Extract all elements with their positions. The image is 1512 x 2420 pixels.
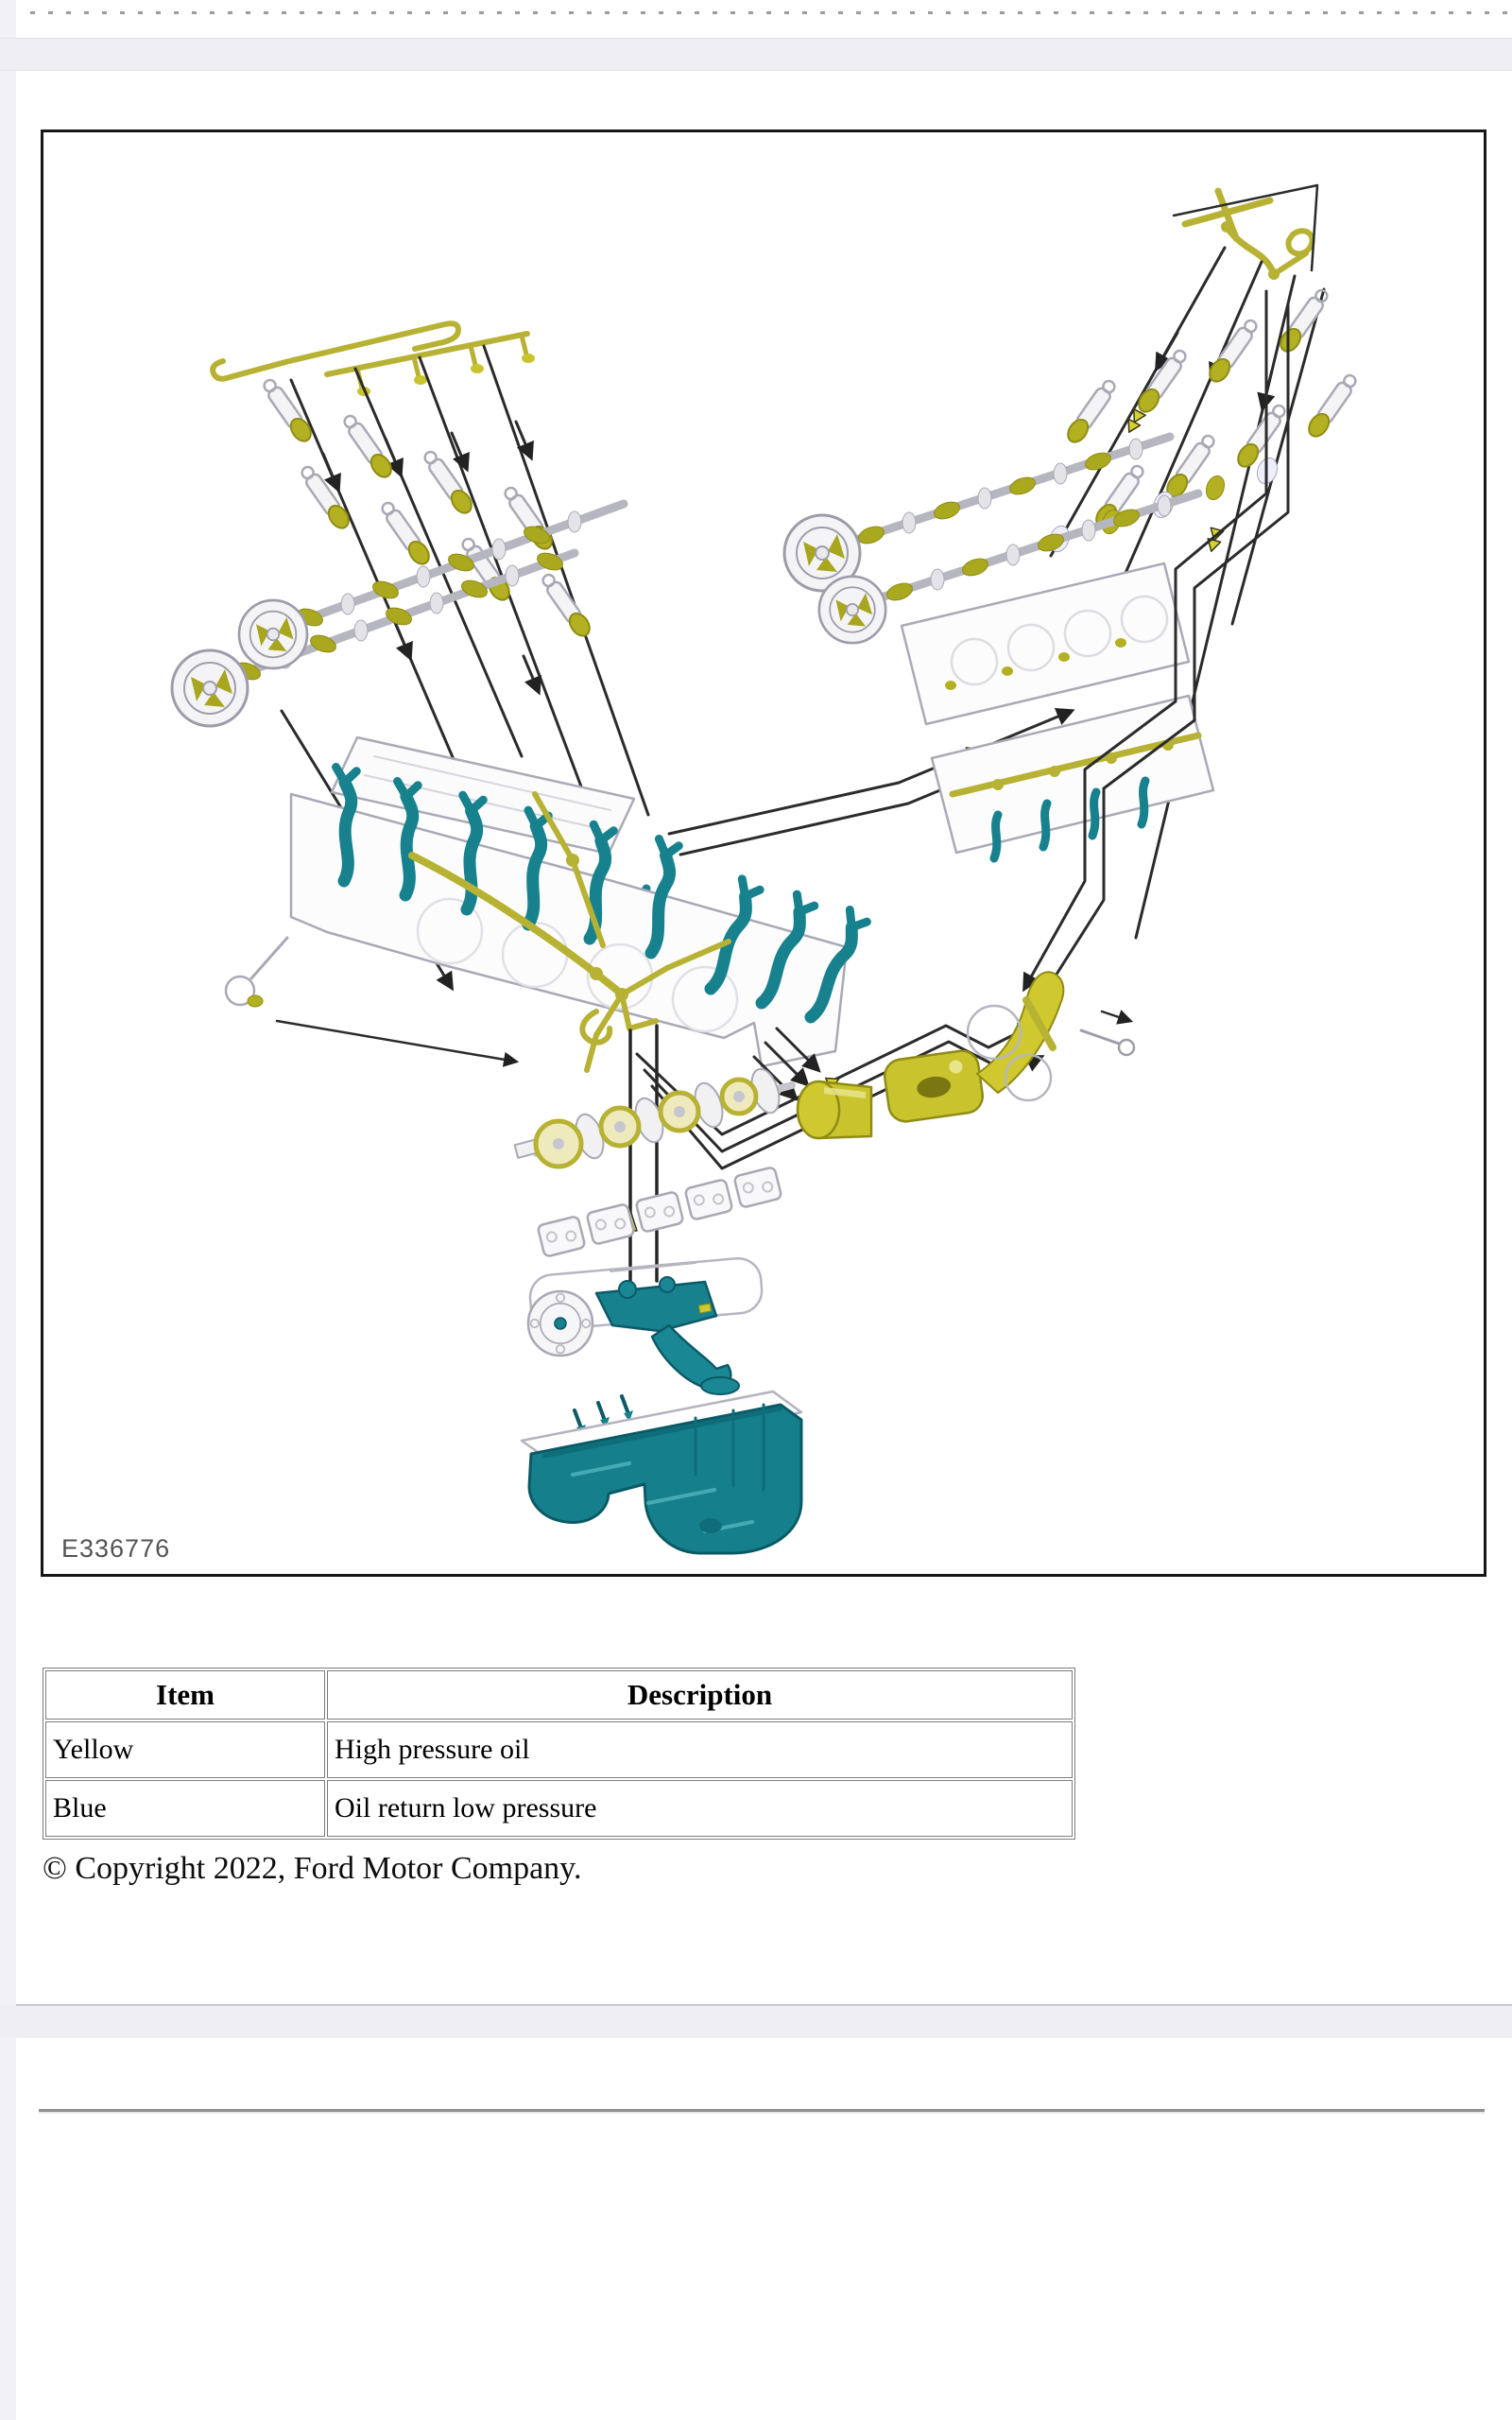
legend-description-cell: Oil return low pressure: [327, 1780, 1073, 1837]
figure-label: E336776: [61, 1534, 171, 1563]
engine-oil-flow-diagram: [170, 183, 1362, 1555]
legend-table: Item Description Yellow High pressure oi…: [43, 1668, 1075, 1840]
copyright-notice: © Copyright 2022, Ford Motor Company.: [43, 1851, 582, 1886]
legend-header-description: Description: [327, 1670, 1073, 1720]
legend-row-blue: Blue Oil return low pressure: [45, 1780, 1073, 1837]
page-gap-bottom: [0, 2006, 1512, 2038]
legend-header-item: Item: [45, 1670, 325, 1720]
legend-row-yellow: Yellow High pressure oil: [45, 1721, 1073, 1778]
viewer-left-gutter: [0, 0, 16, 2420]
page-gap-top: [0, 38, 1512, 71]
page-break-dashed-line: [30, 11, 1512, 14]
page-bottom-edge: [16, 2004, 1512, 2006]
legend-header-row: Item Description: [45, 1670, 1073, 1720]
legend-item-cell: Blue: [45, 1780, 325, 1837]
legend-item-cell: Yellow: [45, 1721, 325, 1778]
next-page-horizontal-rule: [39, 2109, 1485, 2114]
figure-box: E336776: [41, 130, 1486, 1577]
legend-description-cell: High pressure oil: [327, 1721, 1073, 1778]
